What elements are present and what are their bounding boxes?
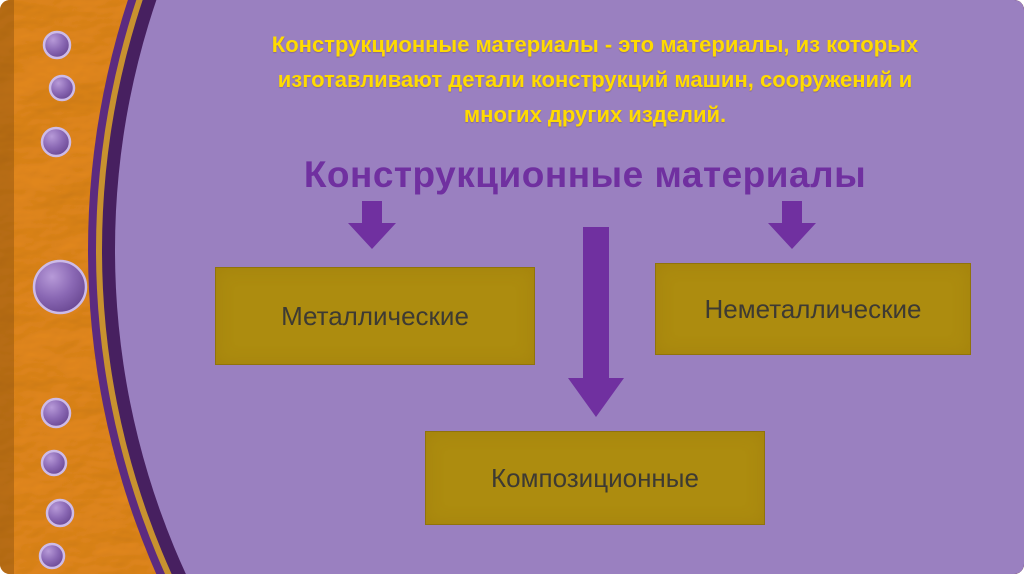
bead <box>38 542 66 570</box>
intro-line-1: Конструкционные материалы - это материал… <box>271 32 919 57</box>
box-metallic-label: Металлические <box>281 300 469 331</box>
box-nonmetallic-label: Неметаллические <box>704 293 922 324</box>
intro-text: Конструкционные материалы - это материал… <box>210 27 980 133</box>
left-edge-shade <box>0 0 14 574</box>
intro-line-2: изготавливают детали конструкций машин, … <box>277 67 913 93</box>
decorative-beads <box>32 30 88 570</box>
bead <box>45 498 75 528</box>
bead <box>48 74 76 102</box>
bead <box>40 126 72 158</box>
box-composite: Композиционные <box>425 431 765 525</box>
slide-title: Конструкционные материалы <box>303 154 867 195</box>
bead-large <box>32 259 88 315</box>
bead <box>42 30 72 60</box>
bead <box>40 397 72 429</box>
box-composite-label: Композиционные <box>491 462 699 493</box>
bead <box>40 449 68 477</box>
box-metallic: Металлические <box>215 267 535 365</box>
intro-line-3: многих других изделий. <box>463 102 727 128</box>
box-nonmetallic: Неметаллические <box>655 263 971 355</box>
